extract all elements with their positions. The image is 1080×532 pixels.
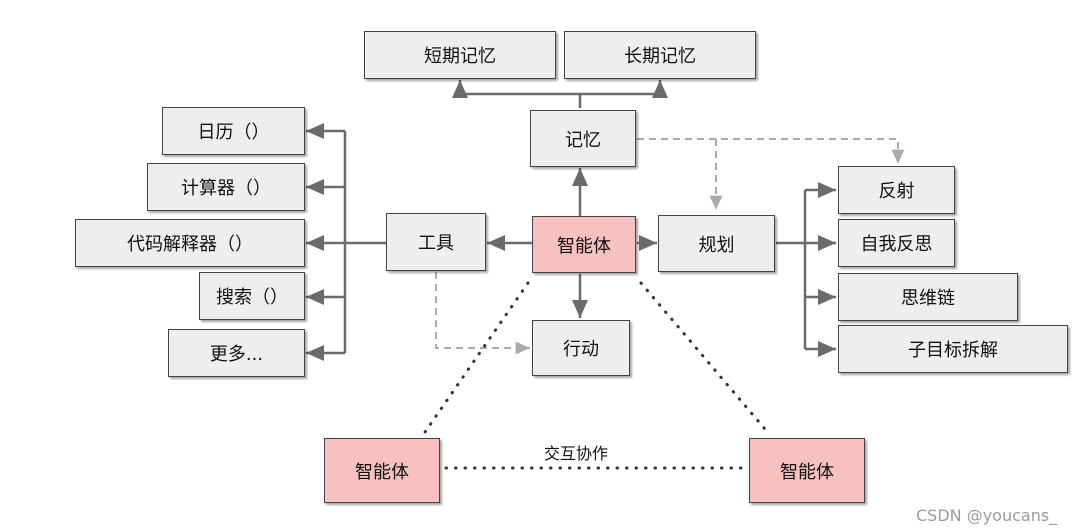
edge-memory-to-planning-dashed (637, 138, 905, 210)
tools-node: 工具 (386, 213, 486, 271)
agent-right-node: 智能体 (749, 438, 865, 503)
self-critique-node: 自我反思 (838, 219, 955, 267)
agent-left-node: 智能体 (324, 438, 440, 503)
agent-center-node: 智能体 (532, 216, 636, 273)
edge-collaboration-dotted (421, 281, 772, 470)
edge-memory-to-storage (452, 80, 668, 108)
calendar-tool-node: 日历（） (162, 107, 305, 155)
reflection-node: 反射 (838, 166, 955, 214)
memory-node: 记忆 (530, 110, 636, 167)
edge-tools-to-tool-list (306, 123, 386, 361)
chain-of-thought-node: 思维链 (838, 273, 1018, 321)
more-tools-node: 更多... (168, 329, 305, 377)
code-interpreter-tool-node: 代码解释器（） (75, 219, 305, 267)
watermark: CSDN @youcans_ (916, 506, 1058, 525)
action-node: 行动 (532, 320, 630, 376)
long-term-memory-node: 长期记忆 (564, 31, 756, 79)
subgoal-decomposition-node: 子目标拆解 (838, 325, 1068, 373)
calculator-tool-node: 计算器（） (147, 163, 305, 211)
edge-planning-to-list (776, 182, 836, 357)
planning-node: 规划 (658, 215, 775, 272)
edge-tools-to-action-dashed (435, 272, 530, 355)
short-term-memory-node: 短期记忆 (364, 31, 556, 79)
search-tool-node: 搜索（） (199, 272, 305, 320)
collaboration-label: 交互协作 (544, 444, 609, 463)
